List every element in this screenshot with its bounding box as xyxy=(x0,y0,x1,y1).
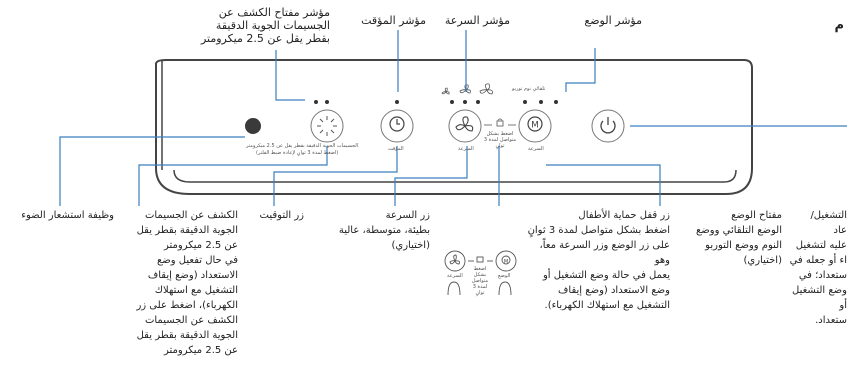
child-lock-label: زر قفل حماية الأطفال اضغط بشكل متواصل لم… xyxy=(527,210,670,311)
pm-indicator-label: مؤشر مفتاح الكشف عن الجسيمات الجوية الدق… xyxy=(200,6,330,45)
pm-caption: الجسيمات الجوية الدقيقة بقطر يقل عن 2.5 … xyxy=(246,143,359,149)
light-sensor xyxy=(245,118,261,134)
pm-icon xyxy=(317,116,337,136)
mode-indicator-label: مؤشر الوضع xyxy=(584,14,642,27)
timer-button-label: زر التوقيت xyxy=(259,210,304,221)
mode-icon xyxy=(527,116,543,132)
mode-caption: السرعة xyxy=(528,146,544,152)
svg-text:M: M xyxy=(504,259,508,265)
svg-text:M: M xyxy=(531,121,539,131)
timer-caption: المؤقت xyxy=(388,146,404,152)
pm-caption-reset: (اضغط لمدة 3 ثوانٍ لإعادة ضبط الفلتر) xyxy=(256,150,339,156)
callout-lines xyxy=(59,30,847,206)
power-icon xyxy=(600,117,616,134)
lock-indicator xyxy=(484,118,516,127)
clock-icon xyxy=(389,116,405,132)
inset-lock-label: اضغط بشكل متواصل لمدة 3 ثوانٍ xyxy=(471,266,489,296)
light-sensor-label: وظيفة استشعار الضوء xyxy=(21,210,114,221)
inset-speed-label: السرعة xyxy=(447,273,463,279)
mode-button[interactable] xyxy=(518,109,552,143)
panel-outline-inner xyxy=(173,169,737,183)
speed-button-label: زر السرعة بطيئة، متوسطة، عالية (اختياري) xyxy=(338,210,430,251)
indicator-dots xyxy=(314,100,558,104)
lock-caption: اضغط بشكل متواصل لمدة 3 ثوانٍ xyxy=(483,131,517,149)
speed-indicator-label: مؤشر السرعة xyxy=(444,14,510,27)
mode-button-label: مفتاح الوضع الوضع التلقائي ووضع النوم وو… xyxy=(695,210,782,266)
speed-level-icons xyxy=(441,83,493,95)
speed-caption: السرعة xyxy=(458,146,474,152)
child-lock-inset xyxy=(444,250,517,296)
inset-mode-label: الوضع xyxy=(498,273,511,279)
pm-button-label: الكشف عن الجسيمات الجوية الدقيقة بقطر يق… xyxy=(136,210,238,356)
power-button[interactable] xyxy=(591,109,625,143)
mode-names: تلقائي نوم توربو xyxy=(512,86,546,92)
timer-button[interactable] xyxy=(380,109,414,143)
pm-button[interactable] xyxy=(310,109,344,143)
corner-fragment: م xyxy=(834,18,844,33)
power-button-label: التشغيل/ عاد عليه لتشغيل اء أو جعله في س… xyxy=(789,210,847,326)
timer-indicator-label: مؤشر المؤقت xyxy=(361,14,426,27)
fan-icon xyxy=(455,116,474,132)
